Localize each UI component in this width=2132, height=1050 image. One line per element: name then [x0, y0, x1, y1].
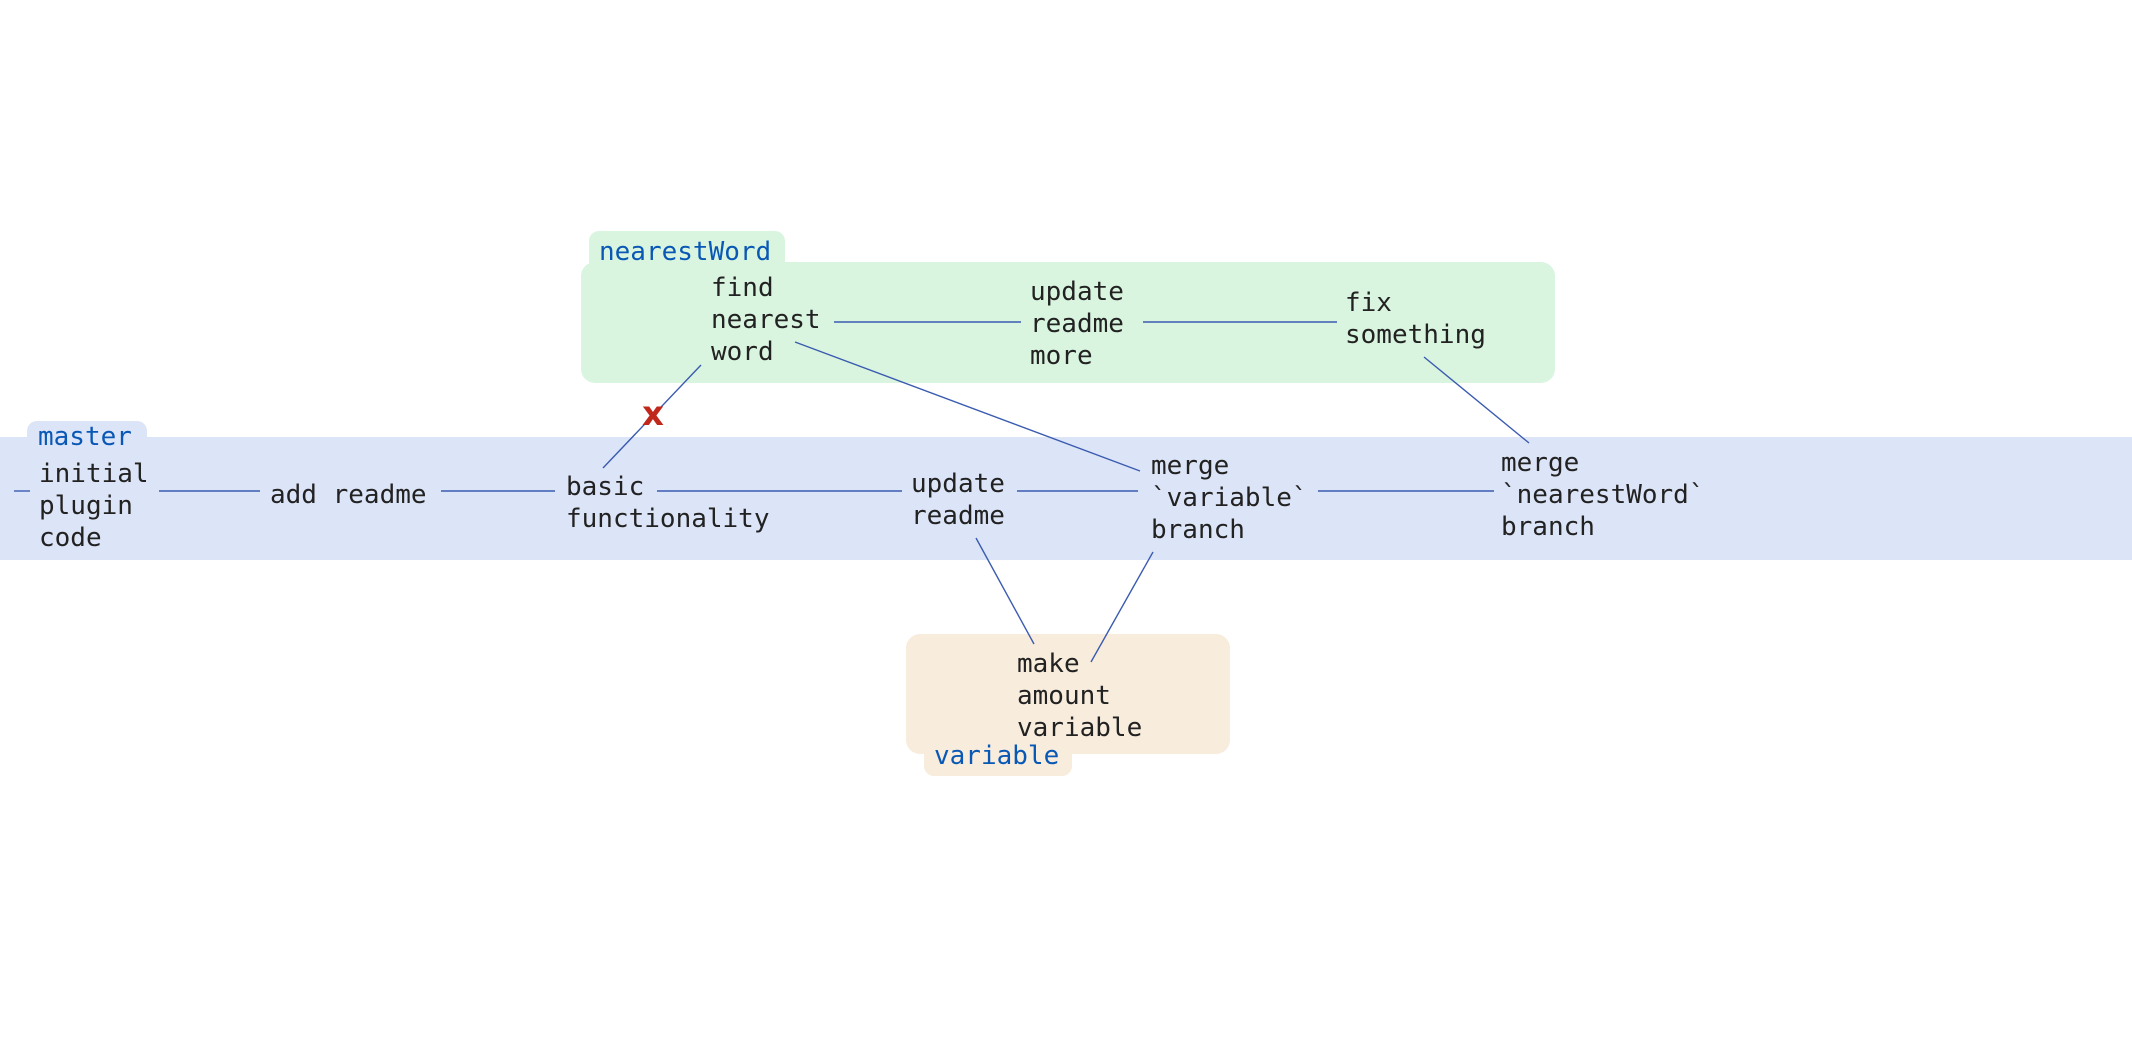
nearestword-branch-label: nearestWord [599, 237, 771, 267]
commit-update-readme-more-line-1: update [1030, 277, 1124, 307]
master-label-tab [27, 421, 147, 455]
commit-merge-nearestword-branch-line-1: merge [1501, 448, 1579, 478]
edges [14, 321, 1530, 663]
variable-branch-label: variable [934, 741, 1059, 771]
commit-merge-nearestword-branch-line-3: branch [1501, 512, 1595, 542]
edge-updatereadme-makeamount [975, 537, 1035, 645]
commit-find-nearest-word-line-3: word [711, 337, 774, 367]
branch-labels: master nearestWord variable [38, 237, 1059, 771]
commit-basic-functionality-line-2: functionality [566, 504, 770, 534]
commit-initial-plugin-code-line-2: plugin [39, 491, 133, 521]
commit-merge-nearestword-branch-line-2: `nearestWord` [1501, 480, 1705, 510]
commit-initial-plugin-code-line-1: initial [39, 459, 149, 489]
commit-initial-plugin-code-line-3: code [39, 523, 102, 553]
master-lane [0, 437, 2132, 560]
commit-update-readme-line-2: readme [911, 501, 1005, 531]
commit-add-readme-line-1: add readme [270, 480, 427, 510]
commit-make-amount-variable-line-1: make [1017, 649, 1080, 679]
commit-fix-something-line-2: something [1345, 320, 1486, 350]
commit-make-amount-variable-line-2: amount [1017, 681, 1111, 711]
commit-update-readme-more-line-3: more [1030, 341, 1093, 371]
commit-add-readme: add readme [270, 480, 427, 510]
commit-make-amount-variable-line-3: variable [1017, 713, 1142, 743]
variable-lane [906, 634, 1230, 754]
commit-merge-variable-branch-line-2: `variable` [1151, 483, 1308, 513]
nearestword-label-tab [589, 231, 785, 271]
branch-label-tabs [27, 231, 1072, 776]
edge-fixsomething-mergenearest [1423, 356, 1530, 444]
commit-basic-functionality-line-1: basic [566, 472, 644, 502]
commit-find-nearest-word-line-1: find [711, 273, 774, 303]
edge-findnearest-mergevariable [794, 341, 1141, 472]
rejected-mark: x [642, 394, 664, 434]
commit-find-nearest-word-line-2: nearest [711, 305, 821, 335]
edge-basic-findnearest [602, 364, 702, 469]
variable-label-tab [924, 738, 1072, 776]
master-branch-label: master [38, 422, 132, 452]
commit-merge-variable-branch-line-3: branch [1151, 515, 1245, 545]
commit-update-readme-line-1: update [911, 469, 1005, 499]
commit-merge-nearestword-branch: merge`nearestWord`branch [1501, 448, 1705, 542]
commit-update-readme-more-line-2: readme [1030, 309, 1124, 339]
edge-makeamount-mergevariable [1090, 551, 1154, 663]
commit-fix-something-line-1: fix [1345, 288, 1392, 318]
commit-merge-variable-branch-line-1: merge [1151, 451, 1229, 481]
commit-merge-variable-branch: merge`variable`branch [1151, 451, 1308, 545]
